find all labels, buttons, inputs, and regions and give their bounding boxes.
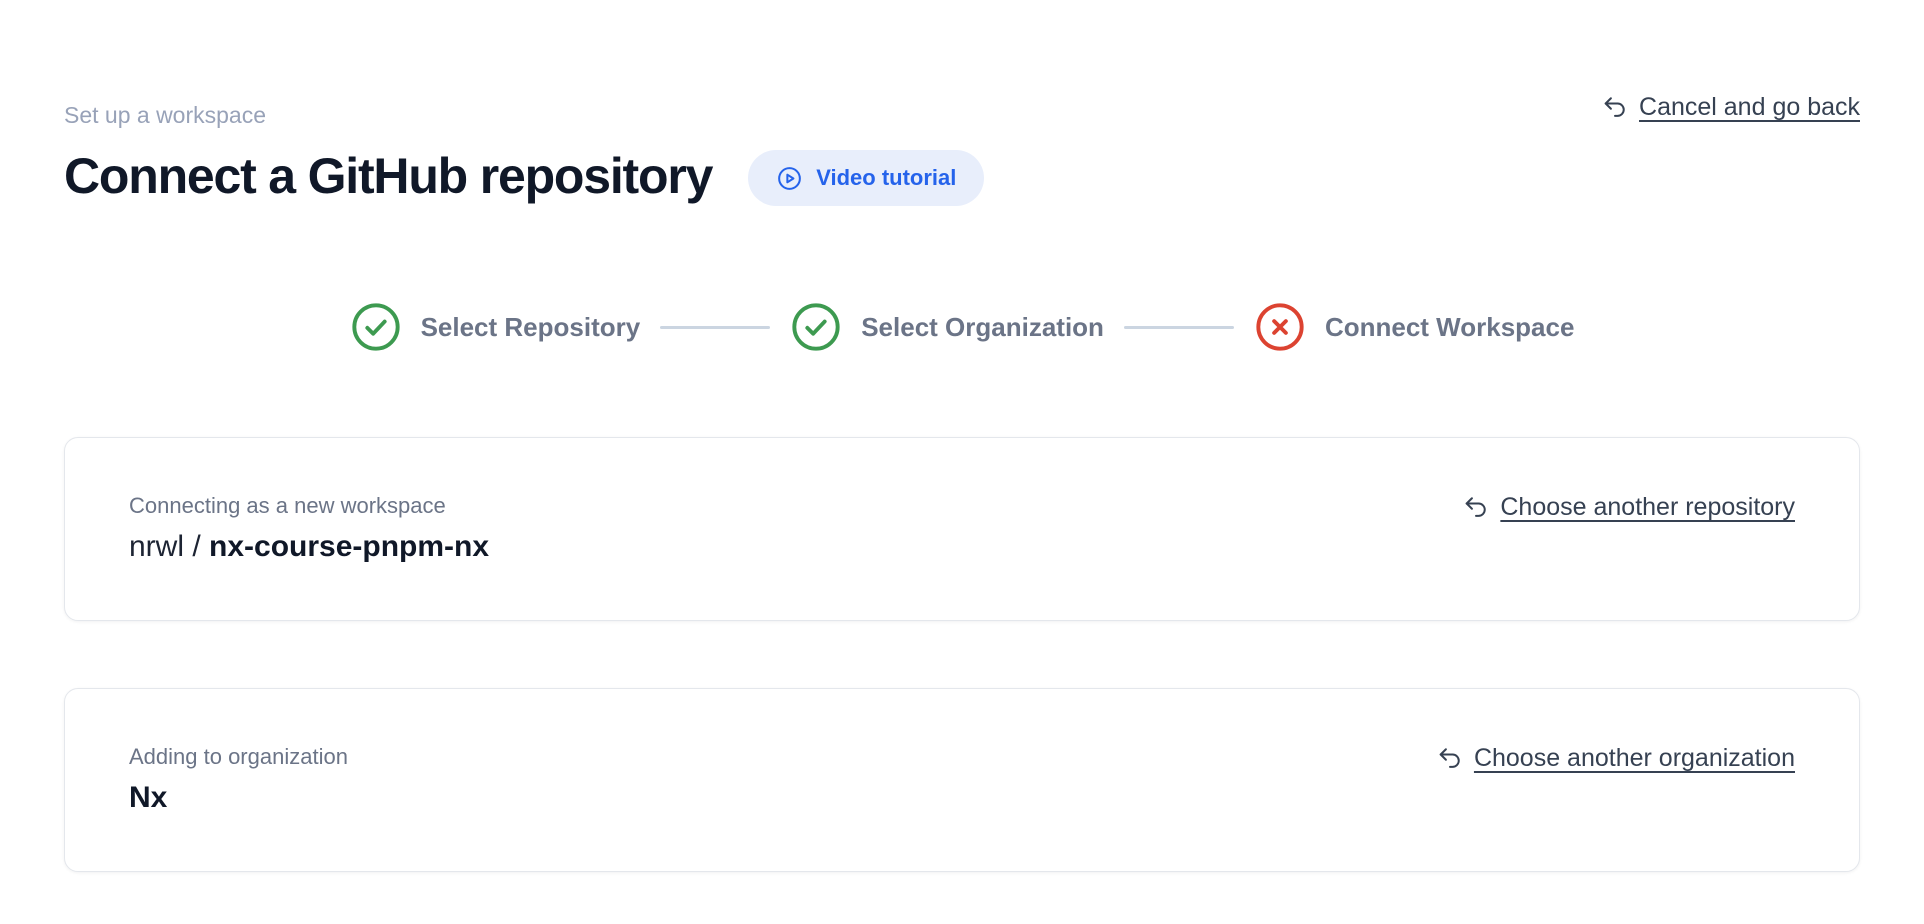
check-circle-icon	[350, 301, 402, 353]
page-title: Connect a GitHub repository	[64, 148, 713, 204]
video-tutorial-button[interactable]: Video tutorial	[748, 150, 985, 206]
organization-name: Nx	[129, 781, 168, 814]
undo-arrow-icon	[1462, 493, 1490, 521]
choose-another-repository-label: Choose another repository	[1500, 493, 1795, 521]
x-circle-icon	[1254, 301, 1306, 353]
video-tutorial-label: Video tutorial	[816, 165, 957, 190]
step-select-repository: Select Repository	[350, 301, 641, 353]
repository-name: nrwl / nx-course-pnpm-nx	[129, 528, 489, 566]
step-label: Connect Workspace	[1324, 311, 1575, 342]
eyebrow-text: Set up a workspace	[64, 102, 267, 128]
repository-repo: nx-course-pnpm-nx	[209, 530, 490, 563]
step-label: Select Repository	[420, 311, 641, 342]
repository-owner: nrwl /	[129, 530, 210, 563]
play-icon	[776, 165, 803, 192]
step-select-organization: Select Organization	[790, 301, 1104, 353]
choose-another-organization-link[interactable]: Choose another organization	[1436, 743, 1795, 773]
setup-stepper: Select Repository Select Organization Co…	[64, 301, 1860, 353]
page-header: Set up a workspace Connect a GitHub repo…	[64, 93, 1860, 206]
stepper-connector	[1123, 325, 1234, 329]
undo-arrow-icon	[1436, 744, 1464, 772]
choose-another-organization-label: Choose another organization	[1473, 744, 1795, 772]
undo-arrow-icon	[1601, 93, 1629, 121]
organization-card: Adding to organization Nx Choose another…	[64, 688, 1860, 872]
repository-card-text: Connecting as a new workspace nrwl / nx-…	[129, 492, 489, 566]
organization-card-text: Adding to organization Nx	[129, 743, 348, 817]
repository-card-label: Connecting as a new workspace	[129, 493, 446, 518]
heading-row: Connect a GitHub repository Video tutori…	[64, 146, 985, 206]
check-circle-icon	[790, 301, 842, 353]
connect-github-page: Set up a workspace Connect a GitHub repo…	[64, 93, 1860, 872]
cancel-and-go-back-link[interactable]: Cancel and go back	[1601, 92, 1860, 122]
stepper-connector	[660, 325, 771, 329]
choose-another-repository-link[interactable]: Choose another repository	[1462, 492, 1795, 522]
cancel-and-go-back-label: Cancel and go back	[1639, 93, 1860, 121]
title-block: Set up a workspace Connect a GitHub repo…	[64, 100, 985, 206]
step-connect-workspace: Connect Workspace	[1254, 301, 1574, 353]
organization-card-label: Adding to organization	[129, 744, 348, 769]
repository-card: Connecting as a new workspace nrwl / nx-…	[64, 437, 1860, 621]
step-label: Select Organization	[861, 311, 1104, 342]
